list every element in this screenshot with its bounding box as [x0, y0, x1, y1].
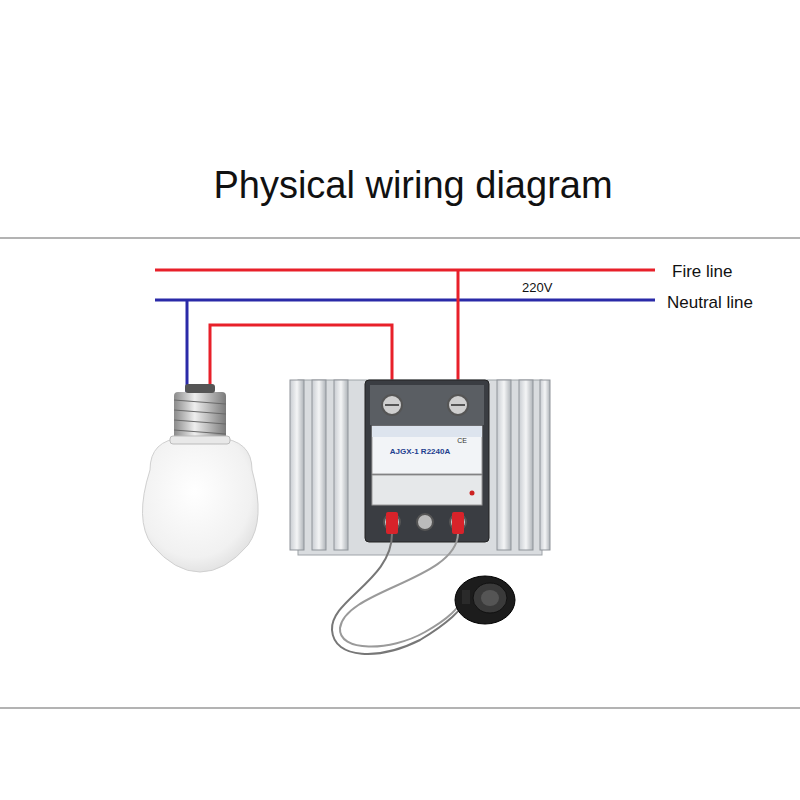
frame-line: [0, 237, 800, 239]
neutral-wire: [186, 300, 189, 395]
voltage-label: 220V: [522, 281, 552, 294]
light-bulb: [142, 384, 258, 572]
mark-label: CE: [457, 437, 467, 444]
heatsink: [290, 380, 550, 555]
line-label: Fire line: [672, 263, 732, 280]
line-label: Neutral line: [667, 294, 753, 311]
terminal-lug: [452, 512, 464, 534]
frame-line: [0, 707, 800, 709]
control-wire: [340, 534, 466, 647]
terminal-lug: [386, 512, 398, 534]
diagram-title: Physical wiring diagram: [213, 166, 612, 204]
solid-state-relay: [365, 380, 489, 542]
control-wire: [332, 534, 468, 654]
fire-wire: [155, 269, 655, 272]
model-label: AJGX-1 R2240A: [390, 448, 450, 456]
neutral-wire: [155, 299, 655, 302]
potentiometer: [455, 576, 515, 624]
